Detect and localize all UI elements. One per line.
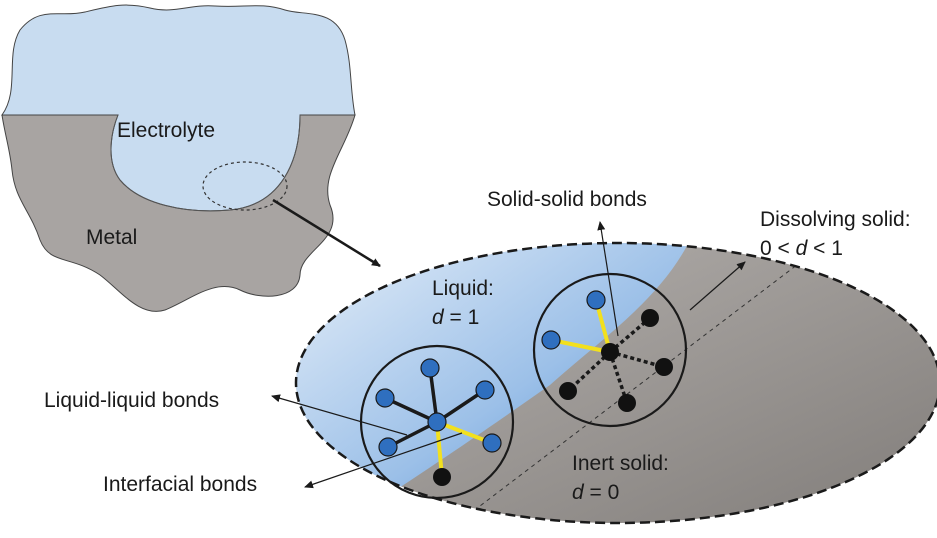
solid-node [655,358,673,376]
solid-solid-leader [597,221,619,337]
zoom-region-outline [202,161,288,211]
dissolving-solid-label: Dissolving solid: [760,208,911,231]
interfacial-leader [304,432,463,489]
liquid-node [475,380,495,400]
center-node [427,412,447,432]
zoom-arrow [272,198,381,268]
center-node [601,343,619,361]
liquid-node [375,388,395,408]
metal-label: Metal [86,226,137,249]
solid-node [618,394,636,412]
solid-node [559,382,577,400]
liquid-node [378,437,398,457]
liquid-liquid-leader [271,394,408,436]
liquid-node [586,290,606,310]
solid-node [641,309,659,327]
dissolving-range-label: 0 < d < 1 [760,237,843,260]
interfacial-bonds-label: Interfacial bonds [103,473,257,496]
dissolving-leader [689,261,746,311]
liquid-label: Liquid: [432,277,494,300]
inert-value-label: d = 0 [572,481,619,504]
liquid-node [420,358,440,378]
liquid-value-label: d = 1 [432,306,479,329]
solid-node [433,468,451,486]
liquid-node [482,433,502,453]
liquid-node [541,330,561,350]
metal-electrolyte-blob [1,4,356,312]
liquid-liquid-bonds-label: Liquid-liquid bonds [44,389,219,412]
solid-solid-bonds-label: Solid-solid bonds [487,188,647,211]
solid-node-cluster [532,272,688,428]
inert-boundary-line [454,254,811,523]
electrolyte-label: Electrolyte [117,119,215,142]
inert-solid-label: Inert solid: [572,452,669,475]
